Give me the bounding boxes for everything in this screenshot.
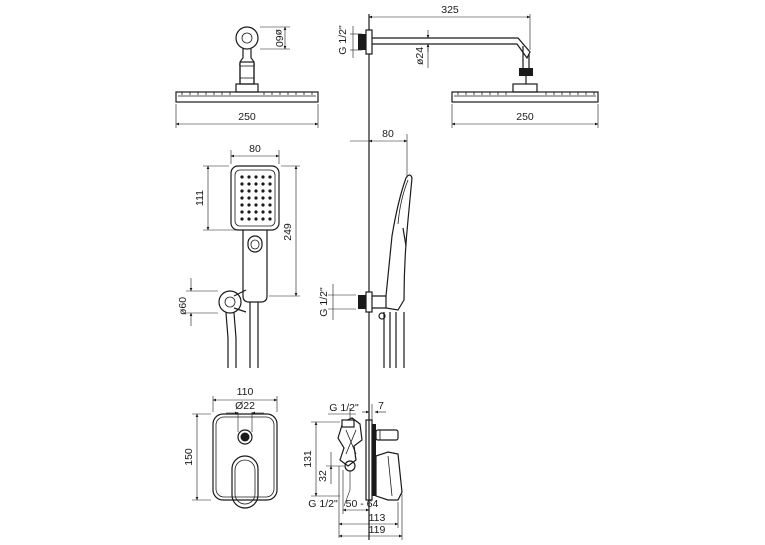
dim-hand-depth-side: 80 — [382, 128, 394, 140]
hand-shower-head — [230, 165, 280, 231]
rain-head-nozzles — [181, 92, 313, 95]
dim-hand-total-height: 249 — [282, 223, 294, 241]
hand-shower-button — [247, 235, 263, 253]
mixer-diverter-knob — [375, 429, 399, 441]
holder-thread — [358, 295, 366, 309]
mixer-side-view: G 1/2" 7 131 32 G 1/2" 50 - 64 113 119 — [302, 400, 403, 540]
hand-hose-right — [249, 302, 259, 368]
dim-mixer-height: 131 — [302, 450, 314, 468]
rain-arm-flange — [235, 26, 259, 50]
dim-mixer-offset: 7 — [378, 400, 384, 412]
rain-head-front — [175, 91, 319, 103]
rain-head-side — [451, 91, 599, 103]
rain-shower-side-view: 325 ø24 G 1/2" 250 — [337, 4, 599, 128]
shower-arm — [372, 37, 531, 60]
mixer-front-view: 110 Ø22 150 — [183, 386, 278, 509]
hand-shower-front-view: 80 111 249 ø60 — [177, 143, 300, 368]
dim-plate-width: 110 — [237, 386, 254, 398]
arm-connector — [519, 68, 533, 76]
dim-arm-diameter: ø24 — [414, 47, 426, 65]
hand-shower-side-view: 80 G 1/2" — [318, 128, 413, 368]
hand-shower-profile — [385, 174, 413, 311]
side-hose-left — [383, 312, 391, 368]
hand-shower-nozzles — [240, 175, 272, 221]
rain-shower-front-view: ø60 250 — [175, 26, 319, 128]
dim-holder-diameter: ø60 — [177, 297, 189, 315]
mixer-handle — [231, 455, 259, 509]
rain-arm-drop — [239, 49, 255, 84]
dim-handle-hole: Ø22 — [235, 400, 255, 412]
dim-mixer-inlet-height: 32 — [317, 470, 329, 482]
dim-rain-head-width-side: 250 — [516, 111, 534, 123]
dim-thread-holder: G 1/2" — [318, 287, 330, 317]
hand-shower-handle — [242, 230, 268, 303]
hand-hose-left — [225, 312, 237, 368]
dim-mixer-depth-113: 113 — [369, 512, 386, 524]
dim-rain-head-width-front: 250 — [238, 111, 256, 123]
dim-mixer-depth-range: 50 - 64 — [346, 498, 379, 510]
dim-mixer-thread-top: G 1/2" — [329, 402, 359, 414]
arm-thread — [358, 34, 366, 50]
dim-arm-length: 325 — [441, 4, 459, 16]
mixer-diverter-hole — [237, 429, 253, 445]
dim-mixer-thread-bottom: G 1/2" — [308, 498, 338, 510]
mixer-lever-side — [375, 451, 403, 501]
mixer-cover-plate — [212, 413, 278, 501]
side-hose-right — [395, 312, 405, 368]
dim-thread-arm: G 1/2" — [337, 25, 349, 55]
dim-plate-height: 150 — [183, 448, 195, 466]
dim-rain-arm-diameter: ø60 — [273, 29, 285, 47]
mixer-body — [337, 417, 363, 467]
dim-mixer-depth-119: 119 — [369, 524, 386, 536]
hand-holder-flange — [218, 290, 242, 314]
dim-hand-width-front: 80 — [249, 143, 261, 155]
mixer-inlet — [344, 460, 356, 472]
dim-hand-head-height: 111 — [194, 190, 206, 206]
